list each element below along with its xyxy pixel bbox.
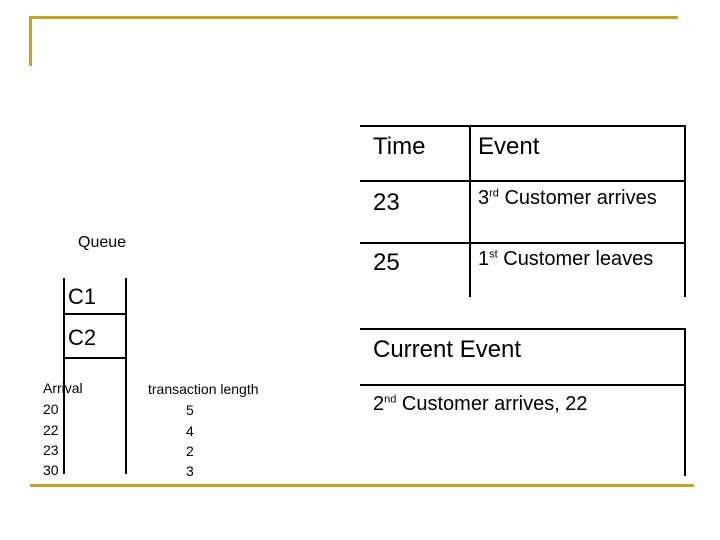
- queue-item: C1: [68, 284, 97, 309]
- event-ordinal-suffix: st: [489, 248, 498, 261]
- arrival-value: 22: [43, 422, 59, 438]
- current-event-ordinal-suffix: nd: [384, 393, 397, 406]
- table-divider-vertical: [469, 125, 471, 297]
- transaction-length-header: transaction length: [148, 381, 259, 397]
- arrival-value: 23: [43, 442, 59, 458]
- transaction-length-value: 5: [186, 402, 194, 418]
- event-table: Time Event 23 3rd Customer arrives 25 1s…: [360, 125, 686, 297]
- transaction-length-value: 2: [186, 443, 194, 459]
- header-event: Event: [478, 133, 540, 160]
- event-text: Customer leaves: [497, 248, 654, 270]
- queue-label: Queue: [78, 234, 127, 251]
- transaction-length-value: 3: [186, 463, 194, 479]
- row-event: 3rd Customer arrives: [478, 187, 657, 210]
- accent-line-bottom: [30, 484, 694, 487]
- arrival-value: 30: [43, 462, 59, 478]
- current-event-ordinal-number: 2: [373, 393, 385, 415]
- row-event: 1st Customer leaves: [478, 248, 653, 271]
- queue-item: C2: [68, 325, 97, 350]
- transaction-length-value: 4: [186, 423, 194, 439]
- current-event-title: Current Event: [373, 336, 522, 363]
- current-event-box: [360, 328, 686, 476]
- event-ordinal-suffix: rd: [489, 187, 499, 200]
- arrival-value: 20: [43, 401, 59, 417]
- queue-box: [63, 278, 127, 474]
- event-ordinal-number: 1: [478, 248, 490, 270]
- table-row-divider: [360, 242, 686, 244]
- current-event-text: 2nd Customer arrives, 22: [373, 393, 588, 416]
- table-row-divider: [360, 180, 686, 182]
- table-border-right: [684, 125, 686, 297]
- header-time: Time: [373, 133, 426, 160]
- table-border-top: [360, 125, 686, 127]
- event-ordinal-number: 3: [478, 187, 490, 209]
- event-text: Customer arrives: [498, 187, 657, 209]
- arrival-header: Arrival: [43, 380, 83, 396]
- accent-line-top: [30, 16, 678, 19]
- row-time: 25: [373, 249, 400, 276]
- row-time: 23: [373, 189, 400, 216]
- accent-line-left: [29, 16, 32, 66]
- current-event-rest: Customer arrives, 22: [396, 393, 588, 415]
